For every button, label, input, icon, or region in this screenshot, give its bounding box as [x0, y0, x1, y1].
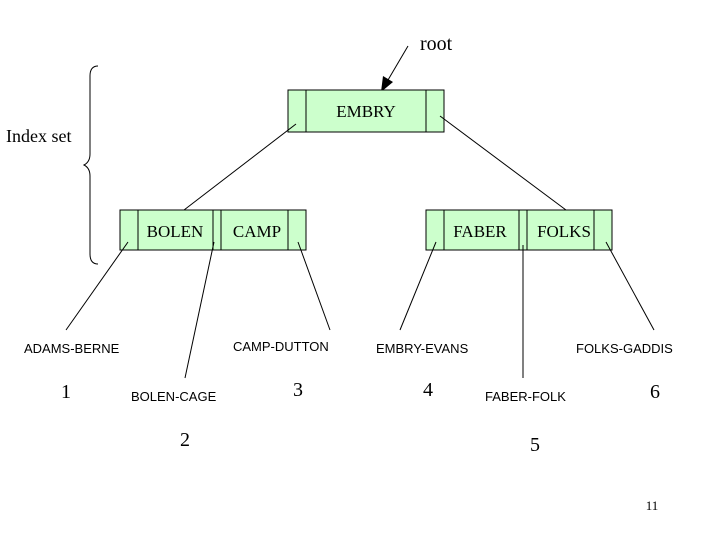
sequence-block-number: 3	[293, 379, 303, 401]
index-key-camp: CAMP	[233, 222, 281, 241]
root-node: EMBRY	[287, 89, 445, 133]
sequence-range-label: ADAMS-BERNE	[24, 341, 120, 356]
edge-to-seq-2	[184, 241, 215, 379]
sequence-block-4: EMBRY-EVANS 4	[376, 341, 469, 401]
index-key-faber: FABER	[453, 222, 507, 241]
edge-to-seq-4	[399, 241, 437, 331]
sequence-range-label: FABER-FOLK	[485, 389, 566, 404]
root-node-box	[287, 89, 445, 133]
sequence-block-6: FOLKS-GADDIS 6	[576, 341, 673, 403]
index-set-label: Index set	[6, 126, 71, 146]
sequence-block-2: BOLEN-CAGE 2	[131, 389, 217, 451]
sequence-block-3: CAMP-DUTTON 3	[233, 339, 329, 401]
sequence-range-label: FOLKS-GADDIS	[576, 341, 673, 356]
root-arrow-head	[381, 76, 393, 92]
index-node-right: FABER FOLKS	[425, 209, 613, 251]
edge-root-right	[439, 115, 567, 211]
sequence-block-number: 1	[61, 381, 71, 403]
sequence-range-label: CAMP-DUTTON	[233, 339, 329, 354]
page-number: 11	[646, 498, 659, 513]
sequence-block-number: 2	[180, 429, 190, 451]
sequence-block-1: ADAMS-BERNE 1	[24, 341, 120, 403]
index-key-bolen: BOLEN	[147, 222, 204, 241]
sequence-block-number: 5	[530, 434, 540, 456]
index-key-folks: FOLKS	[537, 222, 591, 241]
sequence-range-label: EMBRY-EVANS	[376, 341, 469, 356]
edge-to-seq-6	[605, 241, 655, 331]
edge-to-seq-3	[297, 241, 331, 331]
index-set-brace	[82, 65, 99, 265]
index-node-left: BOLEN CAMP	[119, 209, 307, 251]
sequence-range-label: BOLEN-CAGE	[131, 389, 217, 404]
sequence-block-number: 6	[650, 381, 660, 403]
root-key-embry: EMBRY	[336, 102, 396, 121]
sequence-block-5: FABER-FOLK 5	[485, 389, 566, 456]
root-label: root	[420, 33, 453, 55]
edge-to-seq-1	[65, 241, 129, 331]
sequence-block-number: 4	[423, 379, 433, 401]
root-arrow-shaft	[387, 45, 409, 81]
edge-root-left	[183, 123, 297, 211]
